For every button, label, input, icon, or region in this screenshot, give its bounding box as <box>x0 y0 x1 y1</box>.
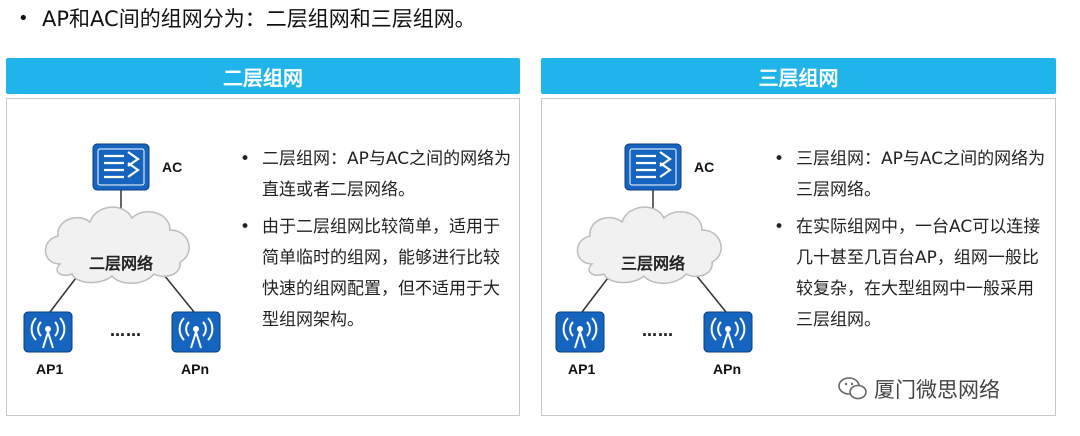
panel-title: 二层组网 <box>223 65 303 90</box>
ac-label: AC <box>162 159 183 175</box>
bullet-dot: • <box>18 7 29 29</box>
watermark-text: 厦门微思网络 <box>874 378 1000 402</box>
panel-header-layer2: 二层组网 <box>6 58 520 94</box>
ap1-device-icon <box>23 311 73 353</box>
ac-label: AC <box>694 159 715 175</box>
headline-text: AP和AC间的组网分为：二层组网和三层组网。 <box>42 7 476 31</box>
layer2-bullet-list: 二层组网：AP与AC之间的网络为直连或者二层网络。 由于二层组网比较简单，适用于… <box>240 144 515 342</box>
page-headline: • AP和AC间的组网分为：二层组网和三层组网。 <box>18 0 476 36</box>
network-cloud <box>44 206 190 284</box>
ellipsis-dots: …… <box>110 322 142 340</box>
cloud-label: 二层网络 <box>88 254 153 273</box>
layer2-topology-diagram <box>23 143 221 353</box>
cloud-label: 三层网络 <box>620 254 685 273</box>
ap1-label: AP1 <box>36 361 64 377</box>
bullet-item: 二层组网：AP与AC之间的网络为直连或者二层网络。 <box>240 144 515 206</box>
bullet-item: 三层组网：AP与AC之间的网络为三层网络。 <box>774 144 1049 206</box>
layer3-bullet-list: 三层组网：AP与AC之间的网络为三层网络。 在实际组网中，一台AC可以连接几十甚… <box>774 144 1049 342</box>
apn-device-icon <box>703 311 753 353</box>
layer3-topology-diagram <box>555 143 753 353</box>
ap1-label: AP1 <box>568 361 596 377</box>
panel-title: 三层组网 <box>758 65 839 90</box>
panel-header-layer3: 三层组网 <box>541 58 1056 94</box>
wechat-icon <box>838 377 867 400</box>
network-cloud <box>576 206 722 284</box>
ellipsis-dots: …… <box>642 322 674 340</box>
bullet-item: 在实际组网中，一台AC可以连接几十甚至几百台AP，组网一般比较复杂，在大型组网中… <box>774 212 1049 336</box>
watermark: 厦门微思网络 <box>838 374 1000 404</box>
bullet-item: 由于二层组网比较简单，适用于简单临时的组网，能够进行比较快速的组网配置，但不适用… <box>240 212 515 336</box>
ac-device-icon <box>92 143 150 191</box>
apn-label: APn <box>181 361 209 377</box>
ap1-device-icon <box>555 311 605 353</box>
apn-label: APn <box>713 361 741 377</box>
ac-device-icon <box>624 143 682 191</box>
apn-device-icon <box>171 311 221 353</box>
